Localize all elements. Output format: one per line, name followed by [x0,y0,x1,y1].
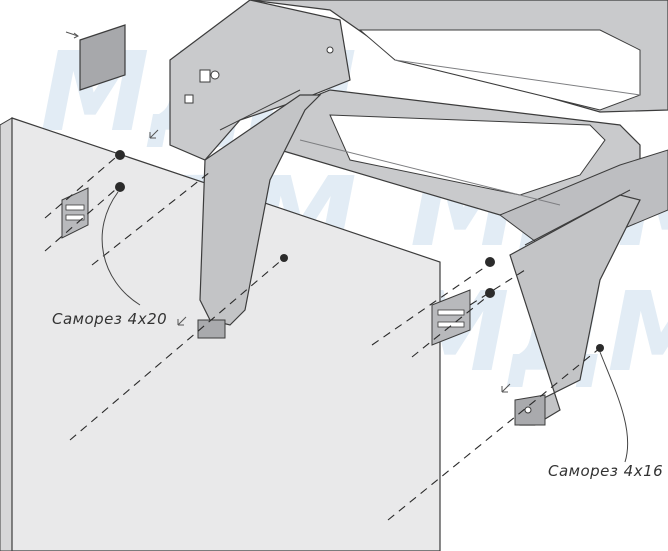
screw-right-upper [485,257,495,298]
callout-screw-4x16: Саморез 4х16 [548,462,663,480]
front-panel [0,117,441,551]
mounting-bracket-icon [61,187,89,239]
right-support [509,189,641,426]
top-frame [249,0,668,246]
mounting-bracket-right [431,289,471,346]
label-plate [79,24,126,91]
assembly-lines [44,157,601,521]
left-support [169,0,351,339]
callout-leaders [101,191,629,463]
arrow-markers [149,129,511,393]
callout-screw-4x20: Саморез 4х20 [52,310,167,328]
direction-arrow-icon [65,31,79,39]
screw-icon [115,150,125,192]
